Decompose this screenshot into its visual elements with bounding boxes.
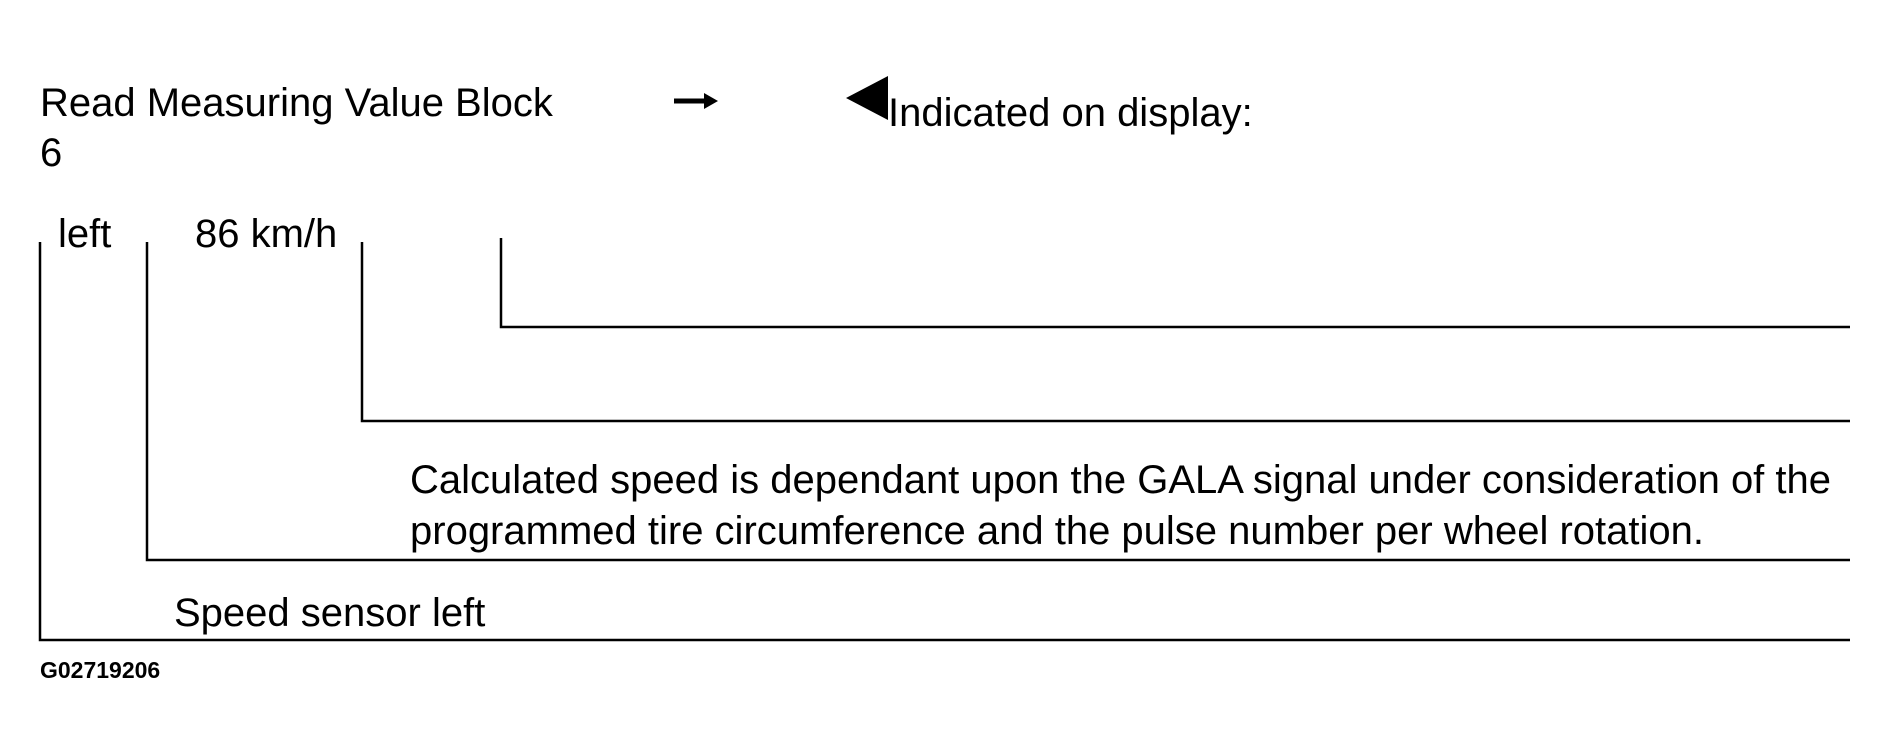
field-value-speed: 86 km/h xyxy=(195,212,337,256)
figure-id: G02719206 xyxy=(40,657,160,683)
field-2-bracket xyxy=(145,242,1850,562)
right-arrow-icon xyxy=(674,93,718,109)
speed-sensor-description: Speed sensor left xyxy=(174,591,485,635)
left-pointer-triangle-icon xyxy=(846,76,888,120)
field-value-left: left xyxy=(58,212,111,256)
calc-speed-description-line-1: Calculated speed is dependant upon the G… xyxy=(410,458,1831,502)
display-label: Indicated on display: xyxy=(888,91,1253,135)
title-line-1: Read Measuring Value Block xyxy=(40,81,554,125)
title-line-2: 6 xyxy=(40,131,62,175)
calc-speed-description-line-2: programmed tire circumference and the pu… xyxy=(410,509,1704,553)
field-3-bracket xyxy=(360,242,1850,423)
field-4-bracket xyxy=(499,238,1850,329)
field-1-bracket xyxy=(38,242,1850,642)
